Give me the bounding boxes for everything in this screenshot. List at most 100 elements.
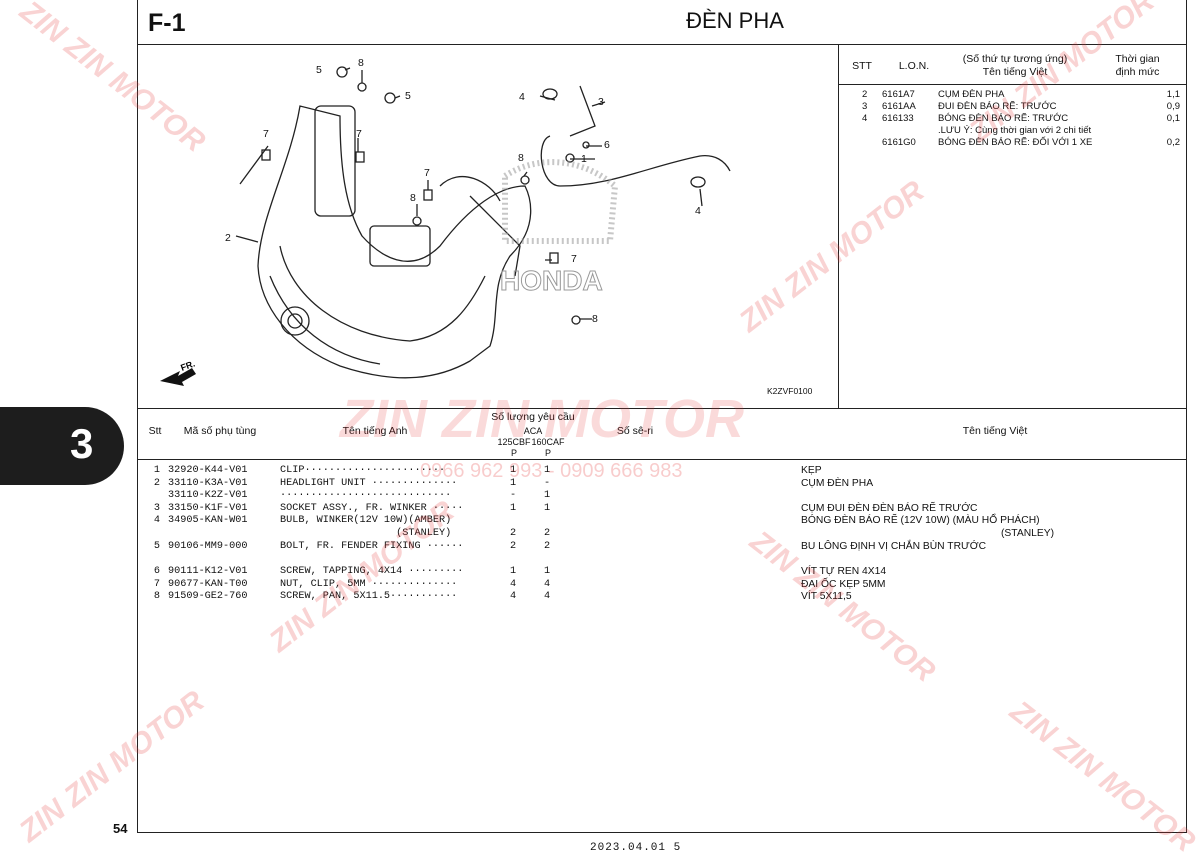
- table-row-part-no: 91509-GE2-760: [168, 591, 248, 603]
- labor-row-desc: BÓNG ĐÈN BÁO RẼ: ĐỐI VỚI 1 XE: [938, 137, 1093, 148]
- callout-7-lower: 7: [571, 253, 577, 265]
- table-row-stt: 6: [153, 566, 160, 577]
- clip-nut-7-lower: [549, 252, 559, 264]
- page-frame: [137, 0, 1187, 833]
- labor-row-time: 0,1: [1166, 113, 1180, 124]
- parts-header-aca: ACA: [523, 426, 543, 436]
- table-row-qty1: 1: [510, 566, 517, 577]
- table-row-qty2: 2: [544, 528, 551, 539]
- table-row-part-no: 90111-K12-V01: [168, 566, 248, 577]
- chapter-tab: 3: [0, 407, 124, 485]
- callout-1: 1: [581, 153, 587, 165]
- parts-header-name-en: Tên tiếng Anh: [342, 425, 408, 437]
- diagram-ref-code: K2ZVF0100: [767, 386, 813, 396]
- labor-row-time: 1,1: [1166, 89, 1180, 100]
- honda-brand-mark: HONDA: [500, 265, 603, 296]
- labor-row-stt: 3: [862, 101, 868, 112]
- labor-header-stt: STT: [852, 60, 872, 72]
- table-row-name-vn: CỤM ĐÈN PHA: [801, 477, 874, 489]
- winker-socket-bracket: [569, 85, 596, 137]
- position-lamp: [280, 306, 310, 336]
- table-row-part-no: 33110-K2Z-V01: [168, 490, 248, 502]
- table-row-name-en: SCREW, PAN, 5X11.5···········: [280, 591, 458, 603]
- table-row-name-vn: VÍT 5X11,5: [801, 591, 852, 603]
- table-row-part-no: 34905-KAN-W01: [168, 515, 248, 527]
- clip-1: [565, 153, 575, 163]
- table-row-qty1: 1: [510, 465, 517, 476]
- screw-8-center: [412, 216, 422, 226]
- screw-6: [582, 141, 590, 149]
- table-row-stt: 3: [153, 502, 160, 514]
- callout-8-lower: 8: [592, 313, 598, 325]
- labor-header-time: Thời gian định mức: [1115, 53, 1160, 78]
- callout-4-left: 4: [519, 91, 525, 103]
- table-row-name-en: BOLT, FR. FENDER FIXING ······: [280, 540, 464, 552]
- table-row-qty2: 4: [544, 591, 551, 603]
- callout-leaders: [235, 67, 703, 320]
- table-row-part-no: 33150-K1F-V01: [168, 502, 248, 514]
- table-row-name-en: SOCKET ASSY., FR. WINKER ·····: [280, 502, 464, 514]
- table-row-name-vn: KẸP: [801, 465, 822, 476]
- headlight-housing-outline: [257, 105, 532, 379]
- headlight-exploded-diagram: HONDA FR.: [160, 66, 731, 386]
- table-row-qty1: 4: [510, 591, 517, 603]
- parts-header-qty: Số lượng yêu cầu: [491, 411, 575, 423]
- table-row-stt: 5: [153, 540, 160, 552]
- table-row-qty1: -: [510, 490, 517, 502]
- labor-row-desc: BÓNG ĐÈN BÁO RẼ: TRƯỚC: [938, 113, 1069, 124]
- header-divider: [137, 44, 1187, 45]
- table-row-name-en: BULB, WINKER(12V 10W)(AMBER): [280, 515, 452, 527]
- labor-row-lon: 6161G0: [882, 137, 916, 148]
- labor-header-lon: L.O.N.: [898, 60, 930, 72]
- callout-6: 6: [604, 139, 610, 151]
- parts-header-p2: P: [544, 448, 551, 458]
- table-row-qty1: 1: [510, 477, 517, 489]
- table-row-stt: 1: [153, 465, 160, 476]
- labor-row-time: 0,2: [1166, 137, 1180, 148]
- table-row-qty2: 4: [544, 578, 551, 590]
- honda-wing-mark: [502, 159, 619, 244]
- bolt-5-mid: [384, 92, 396, 104]
- page-footer: 2023.04.01 5: [590, 842, 682, 854]
- labor-row-time: 0,9: [1166, 101, 1180, 112]
- table-row-stt: 2: [153, 477, 160, 489]
- callout-8-center: 8: [410, 192, 416, 204]
- labor-header-desc: (Số thứ tự tương ứng) Tên tiếng Việt: [962, 53, 1068, 78]
- inner-support-center: [369, 225, 431, 267]
- winker-wire: [540, 135, 731, 187]
- table-row-qty2: -: [544, 477, 551, 489]
- callout-2: 2: [225, 232, 231, 244]
- parts-header-part-no: Mã số phụ tùng: [183, 425, 257, 437]
- front-arrow-icon: [160, 368, 196, 386]
- page-code: F-1: [148, 9, 186, 37]
- parts-header-col1: 125CBF: [497, 437, 531, 447]
- table-row-qty2: 2: [544, 540, 551, 552]
- table-row-qty2: 1: [544, 490, 551, 502]
- table-row-stt: 7: [153, 578, 160, 590]
- callout-5-mid: 5: [405, 90, 411, 102]
- clip-nut-7-right: [423, 189, 433, 201]
- table-row-name-vn: BÓNG ĐÈN BÁO RẼ (12V 10W) (MÀU HỔ PHÁCH): [801, 515, 1040, 527]
- housing-inner-rim: [279, 245, 486, 342]
- table-row-qty2: 1: [544, 465, 551, 476]
- table-row-name-vn: BU LÔNG ĐỊNH VỊ CHẮN BÙN TRƯỚC: [801, 540, 987, 552]
- diagram-table-divider: [137, 408, 1187, 409]
- table-row-qty2: 1: [544, 566, 551, 577]
- clip-nut-7-center: [355, 151, 365, 163]
- housing-right-wing: [439, 175, 501, 202]
- table-row-part-no: 33110-K3A-V01: [168, 477, 248, 489]
- table-row-qty1: 4: [510, 578, 517, 590]
- screw-8-lower: [571, 315, 581, 325]
- table-row-part-no: 32920-K44-V01: [168, 465, 248, 476]
- table-row-name-en: ····························: [280, 490, 452, 502]
- callout-8-top: 8: [358, 57, 364, 69]
- position-lamp-inner: [287, 313, 303, 329]
- labor-header-divider: [838, 84, 1187, 85]
- screw-8-top: [357, 82, 367, 92]
- table-row-qty1: 2: [510, 528, 517, 539]
- table-row-name-en: HEADLIGHT UNIT ··············: [280, 477, 458, 489]
- table-row-name-en: NUT, CLIP, 5MM ··············: [280, 578, 458, 590]
- labor-row-lon: 6161AA: [882, 101, 916, 112]
- table-row-name-en: CLIP·······················: [280, 465, 446, 476]
- callout-7-center: 7: [356, 128, 362, 140]
